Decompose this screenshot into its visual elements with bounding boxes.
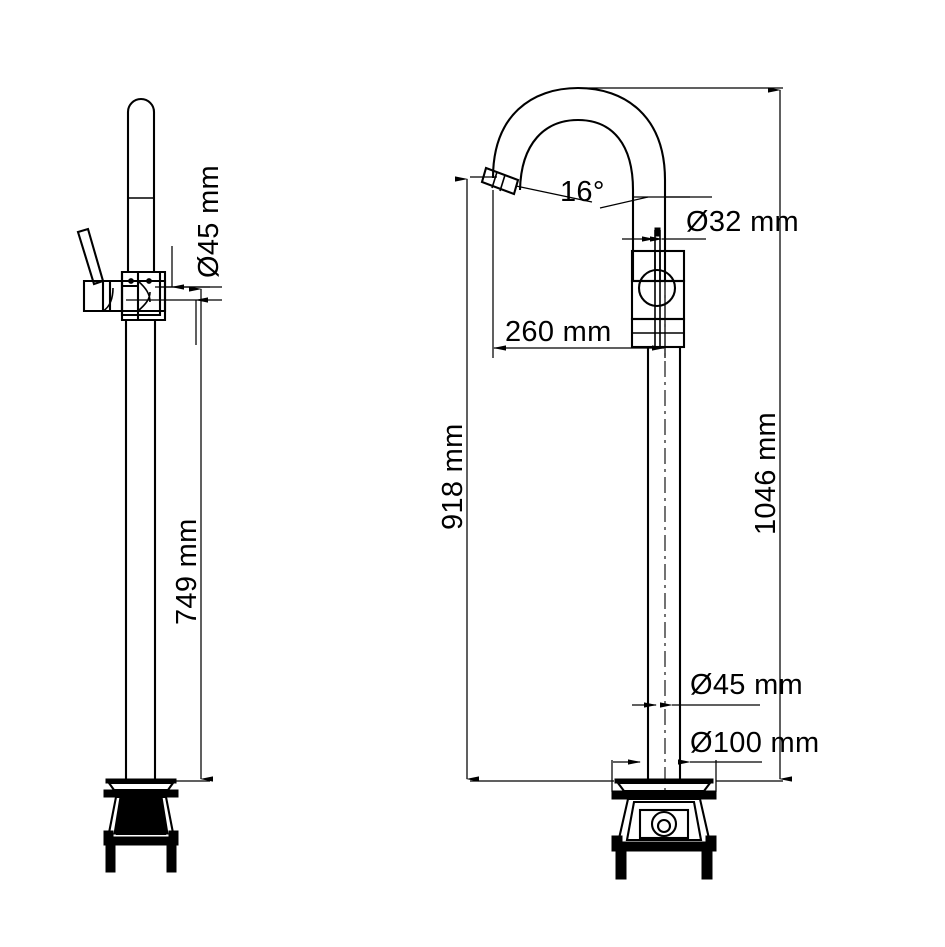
dimension-dia32: Ø32 mm bbox=[622, 196, 799, 242]
dimension-dia100-base: Ø100 mm bbox=[611, 727, 819, 792]
dim-label-dia32: Ø32 mm bbox=[686, 206, 799, 238]
side-view-column bbox=[124, 320, 157, 782]
dim-label-angle-16: 16° bbox=[560, 176, 605, 208]
dim-label-height-1046: 1046 mm bbox=[750, 412, 782, 535]
dim-label-dia45-left: Ø45 mm bbox=[193, 165, 225, 278]
dimension-height-749: 749 mm bbox=[160, 286, 213, 782]
front-view-column bbox=[646, 245, 682, 800]
dim-label-reach-260: 260 mm bbox=[505, 316, 612, 348]
side-view-mounting-bracket bbox=[103, 795, 179, 873]
dim-label-height-749: 749 mm bbox=[171, 518, 203, 625]
dimension-dia45-left: Ø45 mm bbox=[126, 165, 225, 345]
side-view-floor-flange bbox=[103, 778, 179, 798]
side-view-mixer-body bbox=[108, 270, 167, 322]
side-view-lever-handle bbox=[76, 227, 124, 313]
front-view-floor-flange bbox=[611, 778, 717, 800]
dimension-reach-260: 260 mm bbox=[492, 190, 666, 358]
front-view-group: 16° Ø32 mm 260 mm 91 bbox=[437, 86, 819, 880]
dimension-angle-16: 16° bbox=[515, 176, 649, 209]
dimension-height-1046: 1046 mm bbox=[578, 87, 792, 782]
side-view-group: Ø45 mm 749 mm bbox=[76, 97, 225, 873]
front-view-spout-tip bbox=[480, 166, 520, 196]
front-view-mixer-body bbox=[630, 249, 686, 349]
side-view-spout-body bbox=[126, 97, 156, 274]
front-view-mounting-bracket bbox=[611, 797, 717, 880]
dimension-dia45-column: Ø45 mm bbox=[632, 669, 803, 708]
dim-label-dia45-column: Ø45 mm bbox=[690, 669, 803, 701]
dim-label-dia100-base: Ø100 mm bbox=[690, 727, 819, 759]
dim-label-height-918: 918 mm bbox=[437, 423, 469, 530]
dimension-height-918: 918 mm bbox=[437, 176, 614, 782]
